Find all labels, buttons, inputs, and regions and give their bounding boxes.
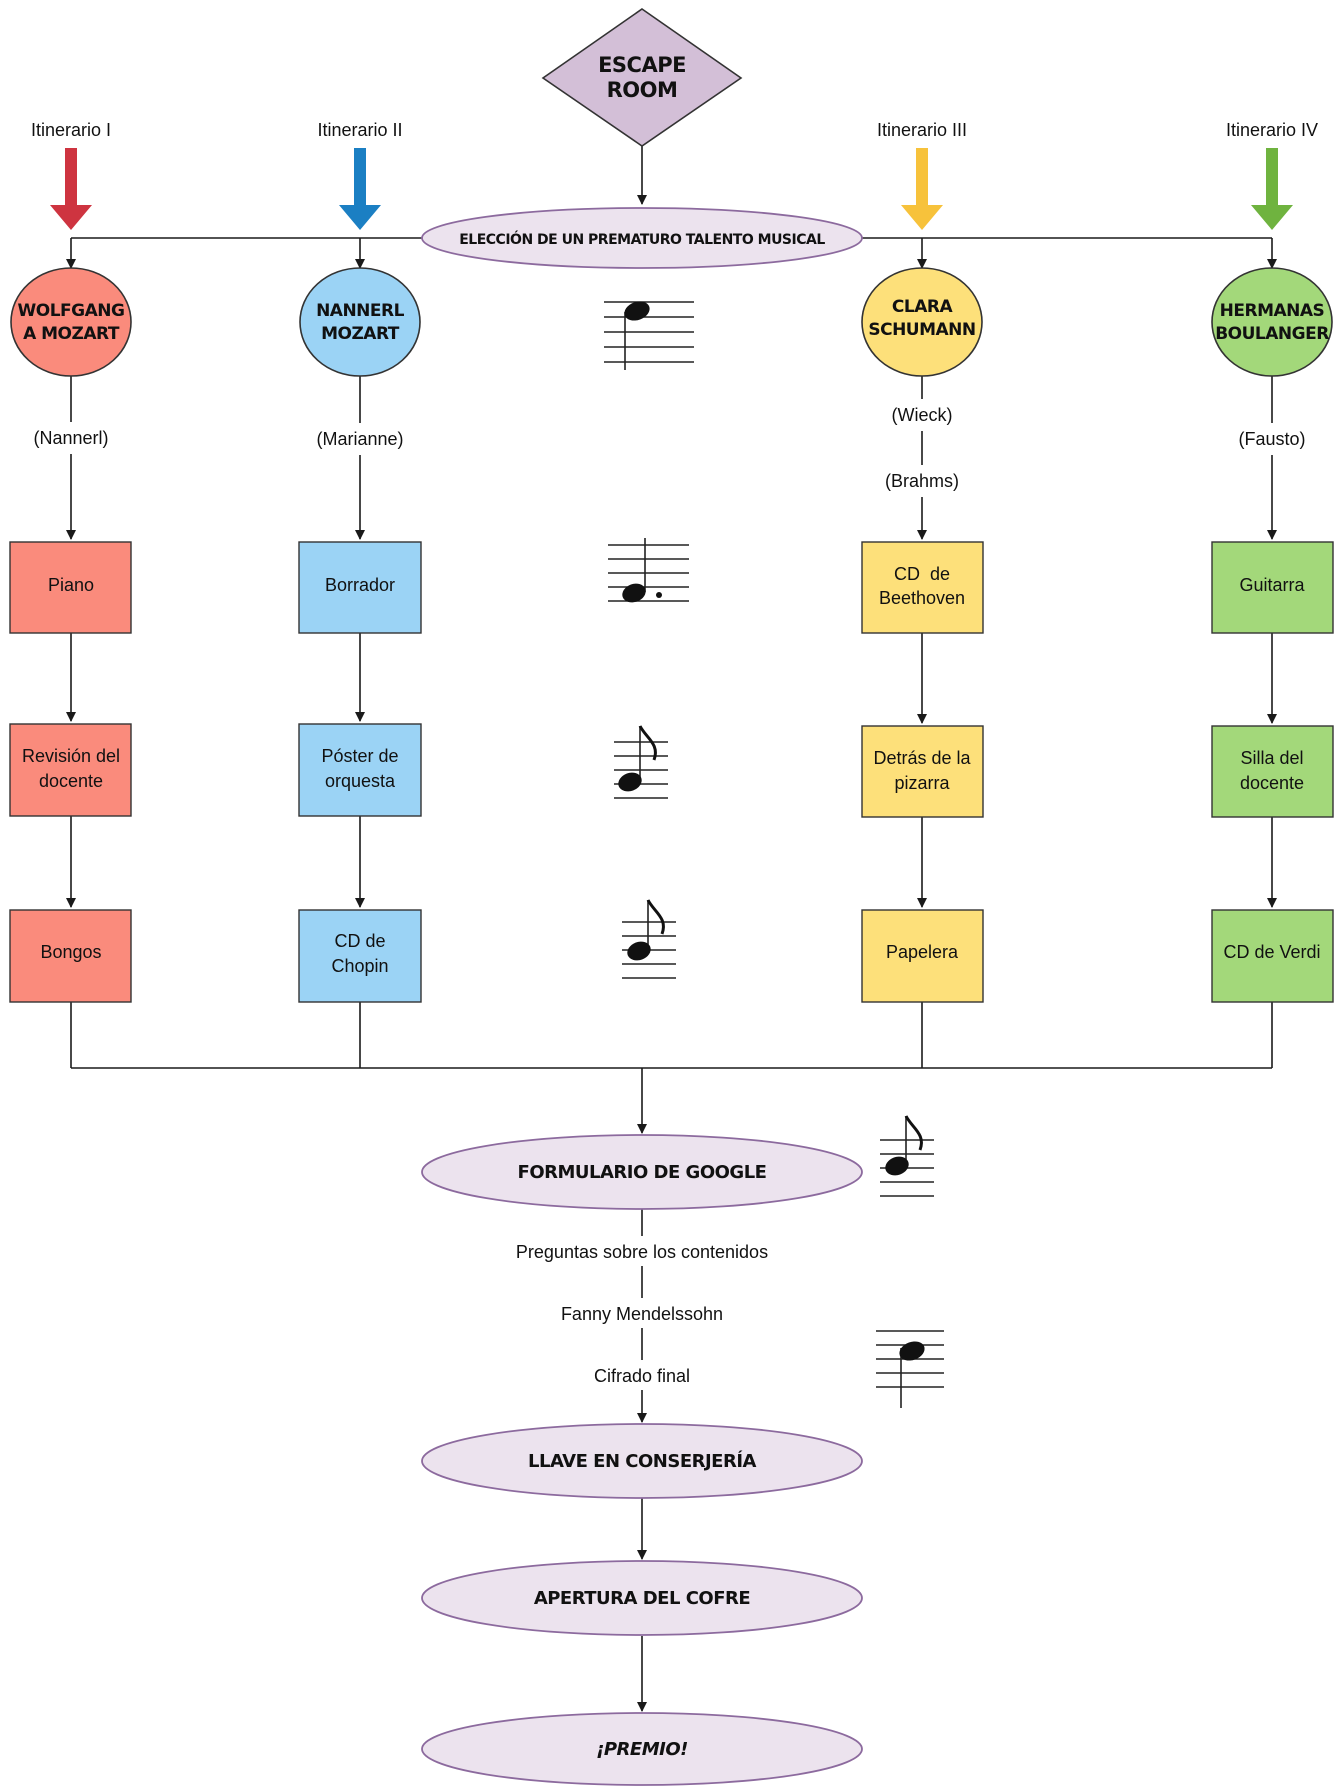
composer-3: CLARA SCHUMANN bbox=[861, 267, 983, 377]
music-note-dotted-half-icon bbox=[608, 538, 689, 603]
itinerary-1-label: Itinerario I bbox=[31, 120, 111, 140]
key-text: LLAVE EN CONSERJERÍA bbox=[528, 1450, 757, 1472]
step-4-3-line-1: CD de Verdi bbox=[1223, 942, 1320, 962]
composer-1-name-line-1: WOLFGANG bbox=[18, 301, 125, 321]
chest-text: APERTURA DEL COFRE bbox=[534, 1588, 750, 1609]
composer-2: NANNERL MOZART bbox=[299, 267, 421, 377]
itinerary-3-label: Itinerario III bbox=[877, 120, 967, 140]
step-2-2-line-2: orquesta bbox=[325, 771, 396, 791]
step-text-fanny: Fanny Mendelssohn bbox=[561, 1304, 723, 1324]
step-box-1-3: Bongos bbox=[9, 909, 132, 1003]
step-4-2-line-2: docente bbox=[1240, 773, 1304, 793]
composer-3-name-line-2: SCHUMANN bbox=[868, 320, 975, 340]
itinerary-arrows bbox=[50, 148, 1293, 230]
key-oval: LLAVE EN CONSERJERÍA bbox=[421, 1423, 863, 1499]
clue-2-marianne: (Marianne) bbox=[316, 429, 403, 449]
step-2-3-line-1: CD de bbox=[334, 931, 385, 951]
step-1-2-line-1: Revisión del bbox=[22, 746, 120, 766]
step-2-3-line-2: Chopin bbox=[331, 956, 388, 976]
step-box-3-3: Papelera bbox=[861, 909, 984, 1003]
composer-2-name-line-1: NANNERL bbox=[316, 301, 405, 321]
music-note-eighth-icon bbox=[880, 1115, 934, 1197]
step-box-1-1: Piano bbox=[9, 541, 132, 634]
clue-3-brahms: (Brahms) bbox=[885, 471, 959, 491]
choice-text: ELECCIÓN DE UN PREMATURO TALENTO MUSICAL bbox=[459, 230, 825, 248]
step-3-2-line-2: pizarra bbox=[894, 773, 950, 793]
itinerary-3-arrow-icon bbox=[901, 148, 943, 230]
step-box-4-3: CD de Verdi bbox=[1211, 909, 1334, 1003]
step-4-1-line-1: Guitarra bbox=[1239, 575, 1305, 595]
choice-oval: ELECCIÓN DE UN PREMATURO TALENTO MUSICAL bbox=[421, 207, 863, 269]
composer-1: WOLFGANG A MOZART bbox=[10, 267, 132, 377]
clue-4-fausto: (Fausto) bbox=[1238, 429, 1305, 449]
itinerary-2-label: Itinerario II bbox=[317, 120, 402, 140]
step-box-2-2: Póster de orquesta bbox=[298, 723, 422, 817]
composer-3-name-line-1: CLARA bbox=[892, 297, 954, 317]
step-3-1-line-1: CD de bbox=[894, 564, 950, 584]
clue-1-nannerl: (Nannerl) bbox=[33, 428, 108, 448]
step-box-4-2: Silla del docente bbox=[1211, 725, 1334, 818]
form-oval: FORMULARIO DE GOOGLE bbox=[421, 1134, 863, 1210]
itinerary-1-arrow-icon bbox=[50, 148, 92, 230]
step-3-1-line-2: Beethoven bbox=[879, 588, 965, 608]
escape-room-title-line-1: ESCAPE bbox=[598, 53, 686, 77]
music-note-eighth-icon bbox=[622, 899, 676, 979]
step-box-3-2: Detrás de la pizarra bbox=[861, 725, 984, 818]
step-3-2-line-1: Detrás de la bbox=[873, 748, 971, 768]
step-text-questions: Preguntas sobre los contenidos bbox=[516, 1242, 768, 1262]
itinerary-4-label: Itinerario IV bbox=[1226, 120, 1318, 140]
connectors bbox=[66, 146, 1277, 1712]
step-1-1-line-1: Piano bbox=[48, 575, 94, 595]
step-box-3-1: CD de Beethoven bbox=[861, 541, 984, 634]
step-2-1-line-1: Borrador bbox=[325, 575, 395, 595]
prize-oval: ¡PREMIO! bbox=[421, 1712, 863, 1786]
itinerary-2-arrow-icon bbox=[339, 148, 381, 230]
step-text-cipher: Cifrado final bbox=[594, 1366, 690, 1386]
composer-1-name-line-2: A MOZART bbox=[23, 324, 120, 344]
music-note-eighth-icon bbox=[614, 725, 668, 799]
clue-3-wieck: (Wieck) bbox=[892, 405, 953, 425]
step-box-1-2: Revisión del docente bbox=[9, 723, 132, 817]
step-box-4-1: Guitarra bbox=[1211, 541, 1334, 634]
step-4-2-line-1: Silla del bbox=[1240, 748, 1303, 768]
music-note-whole-icon bbox=[604, 301, 694, 370]
composer-2-name-line-2: MOZART bbox=[321, 324, 400, 344]
composer-4-name-line-1: HERMANAS bbox=[1220, 301, 1325, 321]
step-box-2-3: CD de Chopin bbox=[298, 909, 422, 1003]
step-box-2-1: Borrador bbox=[298, 541, 422, 634]
escape-room-diamond: ESCAPE ROOM bbox=[541, 8, 743, 147]
composer-4: HERMANAS BOULANGER bbox=[1211, 267, 1333, 377]
step-1-2-line-2: docente bbox=[39, 771, 103, 791]
prize-text: ¡PREMIO! bbox=[596, 1739, 688, 1760]
step-2-2-line-1: Póster de bbox=[321, 746, 398, 766]
step-1-3-line-1: Bongos bbox=[40, 942, 101, 962]
itinerary-4-arrow-icon bbox=[1251, 148, 1293, 230]
composer-4-name-line-2: BOULANGER bbox=[1215, 324, 1329, 344]
form-text: FORMULARIO DE GOOGLE bbox=[518, 1162, 767, 1183]
chest-oval: APERTURA DEL COFRE bbox=[421, 1560, 863, 1636]
music-note-whole-icon bbox=[876, 1330, 944, 1408]
step-3-3-line-1: Papelera bbox=[886, 942, 959, 962]
escape-room-title-line-2: ROOM bbox=[607, 78, 678, 102]
